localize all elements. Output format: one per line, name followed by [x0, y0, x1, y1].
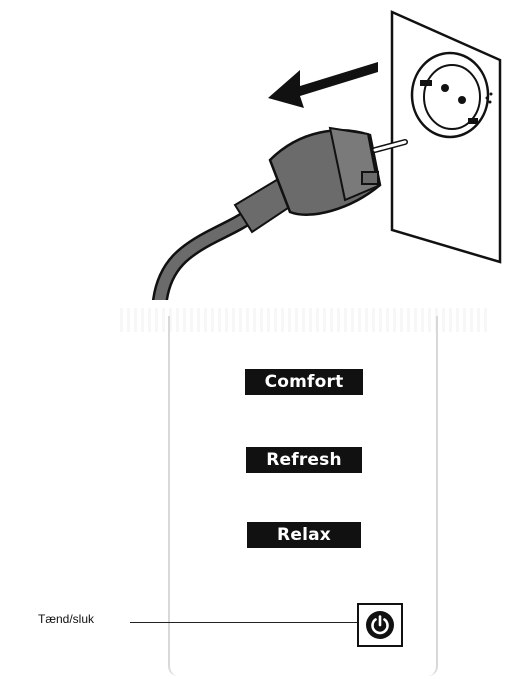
power-callout-label: Tænd/sluk — [38, 612, 94, 626]
arrow-left-icon — [268, 62, 378, 108]
power-icon — [365, 610, 395, 640]
unplug-illustration — [0, 0, 512, 300]
power-button[interactable] — [357, 603, 403, 647]
refresh-button[interactable]: Refresh — [246, 447, 362, 473]
wall-socket-icon — [392, 12, 500, 262]
relax-button[interactable]: Relax — [247, 522, 361, 548]
callout-leader-line — [130, 622, 358, 623]
plug-icon — [160, 128, 405, 300]
comfort-button[interactable]: Comfort — [245, 369, 363, 395]
